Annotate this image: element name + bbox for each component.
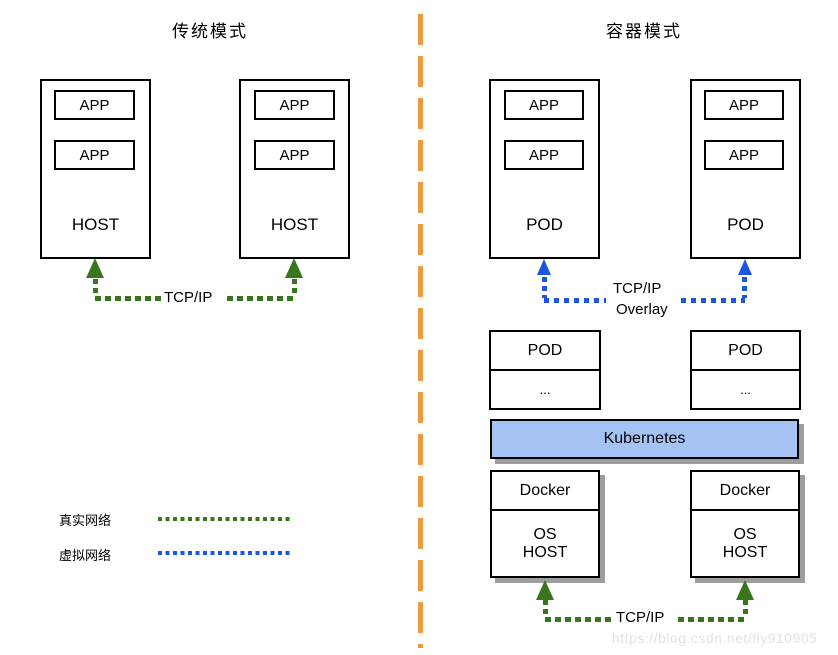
tcpip-overlay-label-line1: TCP/IP [613,280,662,297]
arrow-up-icon [537,259,551,275]
legend-real-network-line [158,517,291,521]
app-label: APP [728,96,759,114]
tcpip-overlay-label-line2: Overlay [616,301,668,318]
app-label: APP [79,96,110,114]
pod-label: POD [526,215,563,234]
pod-stub-ellipsis: ... [539,381,551,397]
arrow-up-icon [285,258,303,278]
pod-box-1: APP APP POD [489,79,600,259]
app-box: APP [254,140,335,170]
host-box-1: APP APP HOST [40,79,151,259]
legend-real-network-label: 真实网络 [59,513,112,528]
arrow-stem [543,600,548,617]
docker-label: Docker [692,472,798,511]
app-box: APP [704,140,784,170]
legend-virtual-network-label: 虚拟网络 [59,548,112,563]
real-network-line [95,296,162,301]
tcpip-label-right: TCP/IP [616,609,665,626]
arrow-stem [93,279,98,297]
kubernetes-bar: Kubernetes [490,419,799,459]
arrow-stem [743,600,748,617]
pod-stub-ellipsis: ... [740,381,751,397]
arrow-up-icon [536,580,554,600]
pod-stub-label: POD [692,332,799,371]
arrow-up-icon [738,259,752,275]
pod-stub-box-1: POD ... [489,330,601,410]
app-label: APP [728,146,759,164]
left-title: 传统模式 [172,22,248,41]
app-label: APP [279,146,310,164]
docker-label: Docker [492,472,598,511]
arrow-stem [292,279,297,297]
app-box: APP [254,90,335,120]
arrow-stem [742,277,747,298]
pod-stub-box-2: POD ... [690,330,801,410]
os-host-label: OS HOST [492,511,598,576]
real-network-line [678,617,745,622]
app-box: APP [504,90,584,120]
watermark: https://blog.csdn.net/fly910905 [612,630,818,646]
arrow-up-icon [736,580,754,600]
app-label: APP [528,146,559,164]
arrow-up-icon [86,258,104,278]
arrow-stem [542,277,547,298]
pod-label: POD [727,215,764,234]
host-label: HOST [71,215,120,234]
host-box-2: APP APP HOST [239,79,350,259]
os-label: OS [533,525,557,543]
virtual-network-line [681,298,745,303]
app-box: APP [704,90,784,120]
divider-line [418,14,423,648]
os-host-label: OS HOST [692,511,798,576]
host-label: HOST [522,543,568,561]
kubernetes-label: Kubernetes [603,430,686,447]
host-label: HOST [270,215,319,234]
real-network-line [545,617,612,622]
app-label: APP [79,146,110,164]
docker-node-box-2: Docker OS HOST [690,470,800,578]
real-network-line [227,296,295,301]
pod-stub-label: POD [491,332,599,371]
tcpip-label-left: TCP/IP [164,289,213,306]
docker-node-box-1: Docker OS HOST [490,470,600,578]
app-box: APP [54,140,135,170]
app-box: APP [504,140,584,170]
virtual-network-line [544,298,606,303]
pod-box-2: APP APP POD [690,79,801,259]
app-label: APP [528,96,559,114]
app-label: APP [279,96,310,114]
os-label: OS [733,525,757,543]
app-box: APP [54,90,135,120]
right-title: 容器模式 [606,22,682,41]
legend-virtual-network-line [158,551,291,555]
host-label: HOST [722,543,768,561]
